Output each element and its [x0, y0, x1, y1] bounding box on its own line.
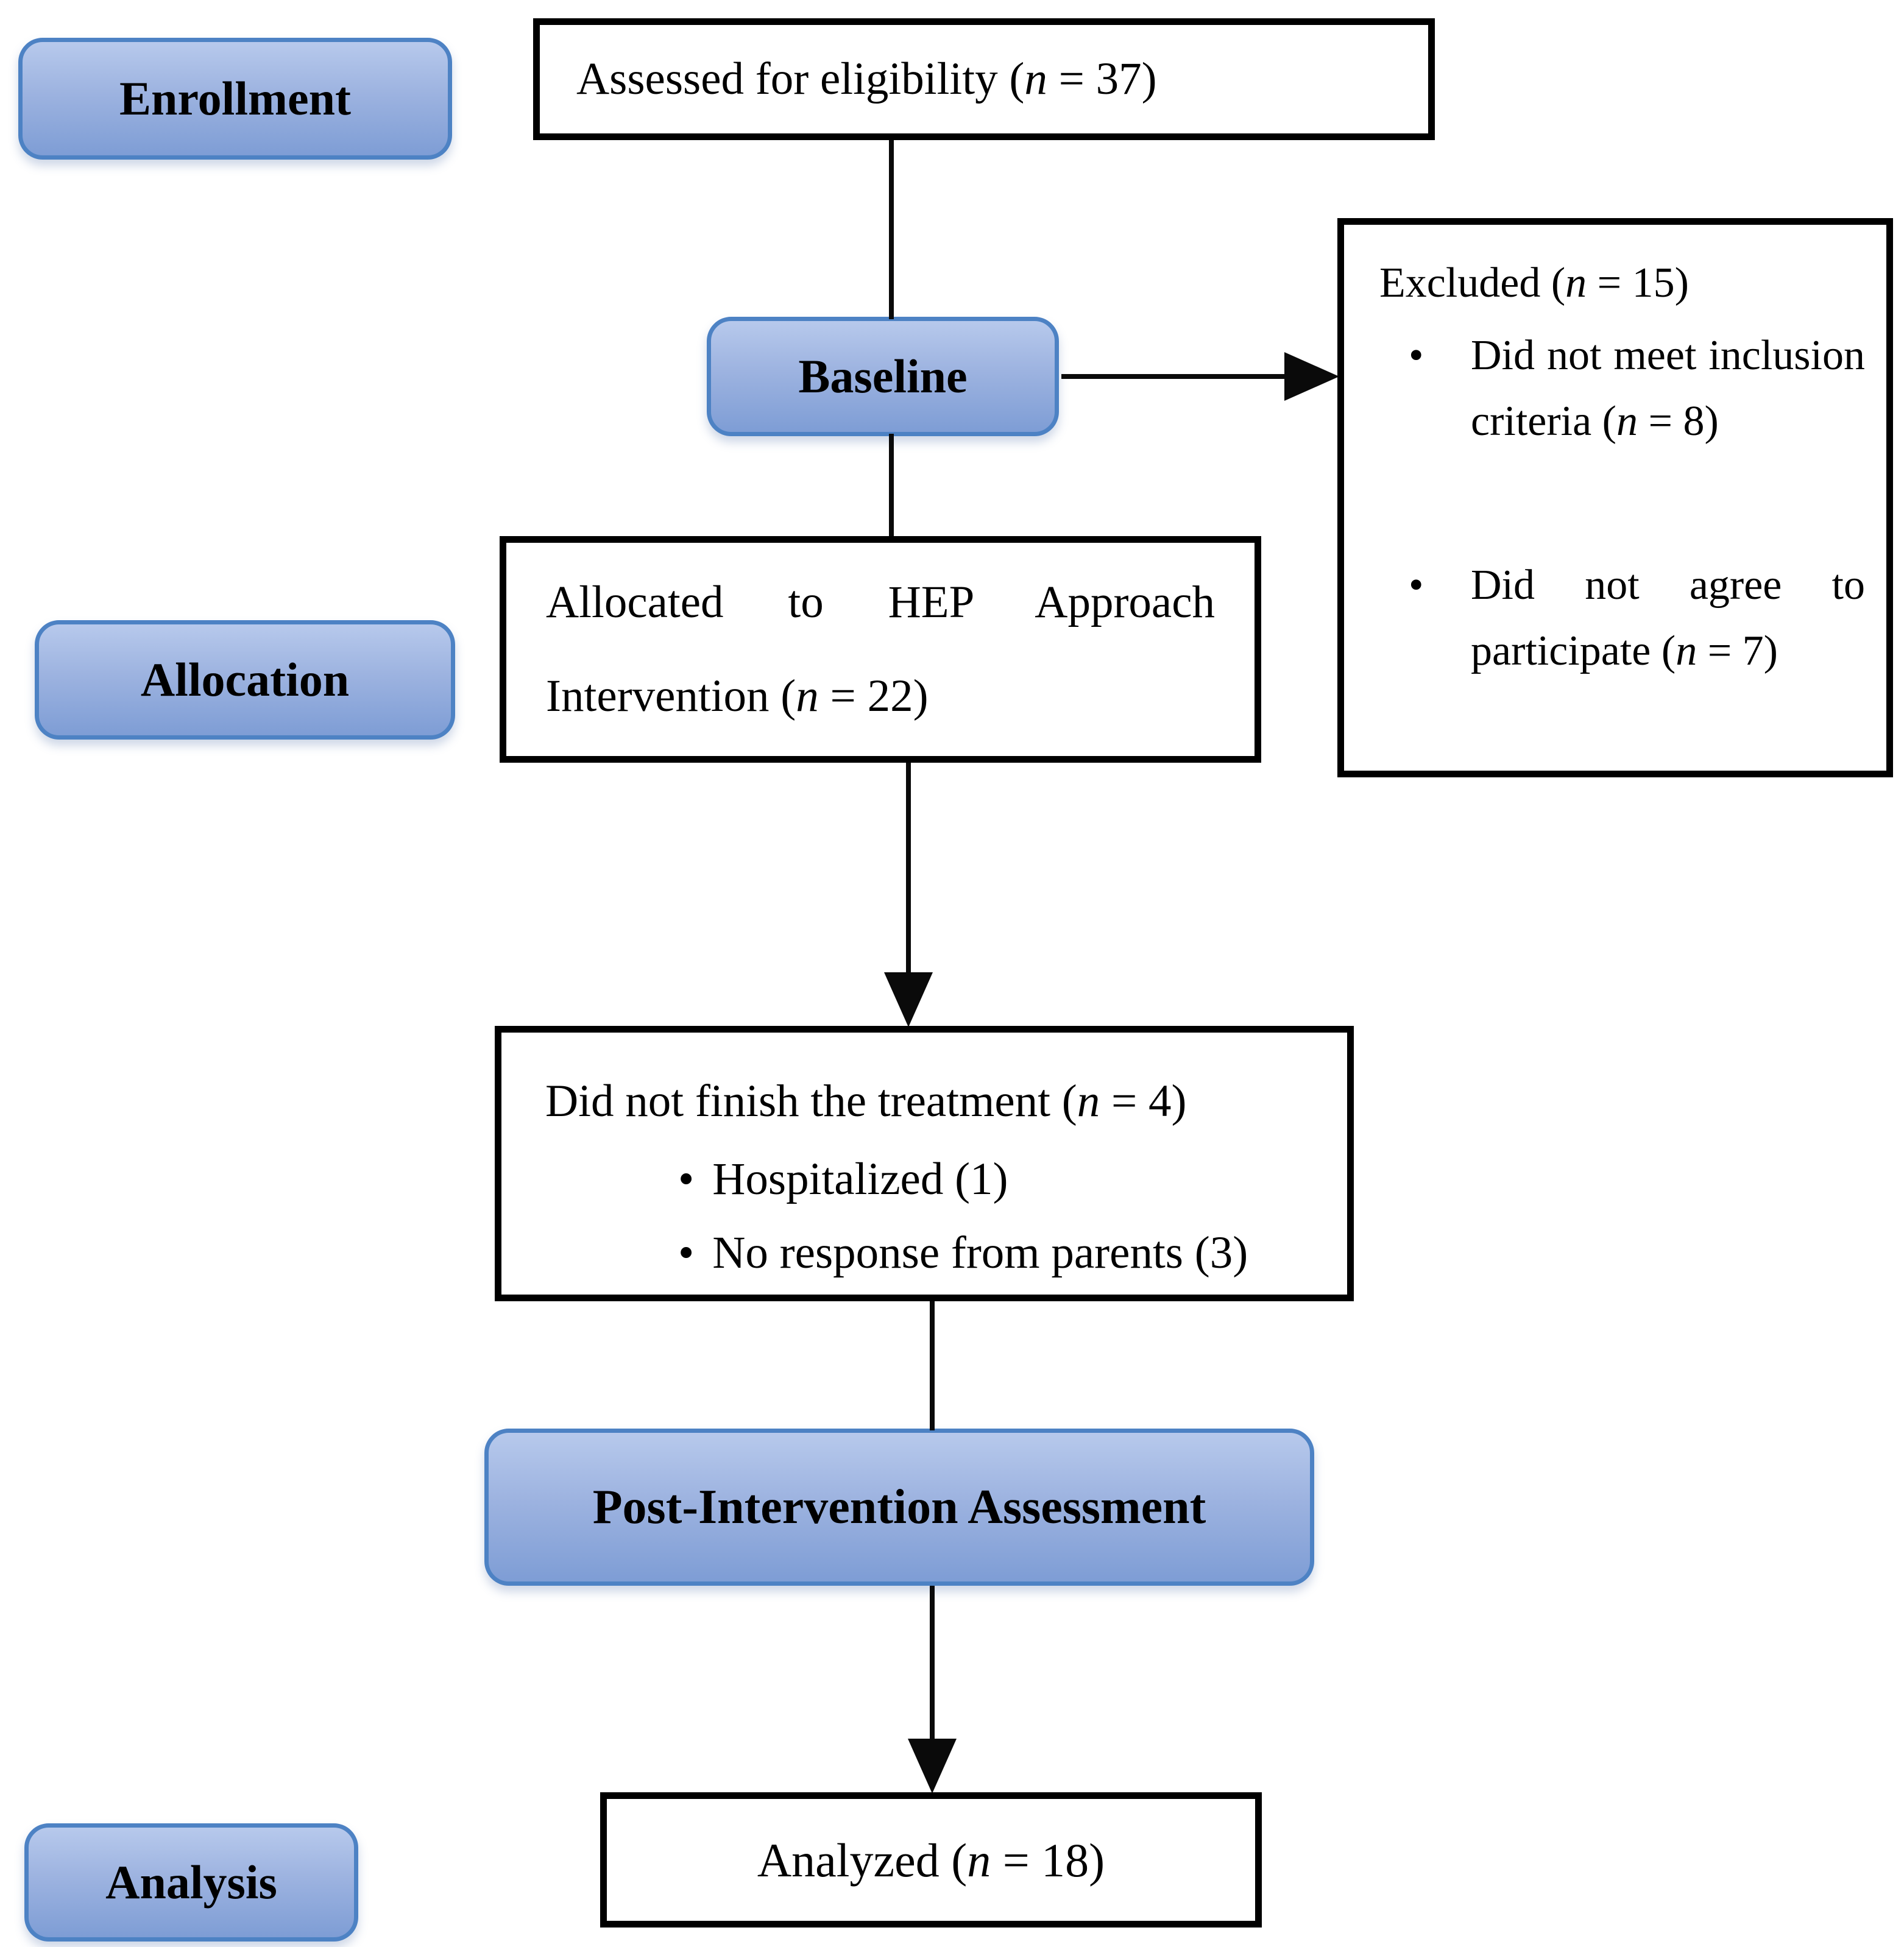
connector-baseline-to-allocated: [889, 434, 894, 539]
bullet-icon: •: [1409, 331, 1424, 379]
bullet-icon: •: [1409, 561, 1424, 609]
node-notfinished-box: Did not finish the treatment (n = 4) • H…: [495, 1026, 1354, 1301]
stage-badge-analysis: Analysis: [24, 1823, 358, 1942]
stage-label-allocation: Allocation: [140, 653, 350, 706]
node-excluded-box: Excluded (n = 15) • Did not meet inclusi…: [1337, 218, 1893, 777]
excluded-title: Excluded (n = 15): [1379, 260, 1689, 306]
arrowhead-down-analyzed-icon: [908, 1739, 957, 1793]
notfinished-bullet-text: Hospitalized (1): [712, 1153, 1008, 1204]
notfinished-bullet-item: • No response from parents (3): [678, 1216, 1311, 1290]
connector-post-to-analyzed: [930, 1586, 935, 1743]
analyzed-text: Analyzed (n = 18): [757, 1833, 1105, 1887]
stage-badge-baseline: Baseline: [707, 317, 1059, 436]
bullet-icon: •: [678, 1153, 695, 1204]
arrowhead-right-icon: [1284, 352, 1339, 401]
connector-assessed-to-baseline: [889, 140, 894, 319]
notfinished-bullet-text: No response from parents (3): [712, 1228, 1248, 1278]
node-assessed-box: Assessed for eligibility (n = 37): [533, 18, 1435, 140]
stage-label-baseline: Baseline: [798, 350, 968, 403]
allocated-text: Allocated to HEP Approach Intervention (…: [546, 577, 1215, 721]
stage-label-analysis: Analysis: [105, 1856, 277, 1909]
bullet-icon: •: [678, 1228, 695, 1278]
connector-allocated-to-notfinished: [906, 763, 911, 976]
stage-badge-allocation: Allocation: [35, 620, 455, 740]
stage-label-enrollment: Enrollment: [119, 72, 351, 125]
stage-badge-post-intervention: Post-Intervention Assessment: [484, 1429, 1314, 1586]
arrowhead-down-notfinished-icon: [884, 972, 933, 1027]
excluded-bullet-item: • Did not meet inclusion criteria (n = 8…: [1379, 323, 1871, 455]
stage-label-post-intervention: Post-Intervention Assessment: [592, 1480, 1206, 1534]
stage-badge-enrollment: Enrollment: [18, 38, 452, 160]
excluded-bullet-text: Did not meet inclusion criteria (n = 8): [1471, 331, 1865, 445]
node-allocated-box: Allocated to HEP Approach Intervention (…: [500, 536, 1261, 763]
assessed-text: Assessed for eligibility (n = 37): [576, 53, 1157, 104]
excluded-bullet-item: • Did not agree to participate (n = 7): [1379, 553, 1871, 685]
node-analyzed-box: Analyzed (n = 18): [600, 1792, 1262, 1928]
notfinished-bullet-list: • Hospitalized (1) • No response from pa…: [545, 1142, 1311, 1290]
notfinished-bullet-item: • Hospitalized (1): [678, 1142, 1311, 1217]
connector-notfinished-to-post: [930, 1301, 935, 1430]
notfinished-title: Did not finish the treatment (n = 4): [545, 1076, 1187, 1126]
connector-baseline-to-excluded: [1061, 374, 1288, 379]
excluded-bullet-text: Did not agree to participate (n = 7): [1471, 561, 1865, 675]
